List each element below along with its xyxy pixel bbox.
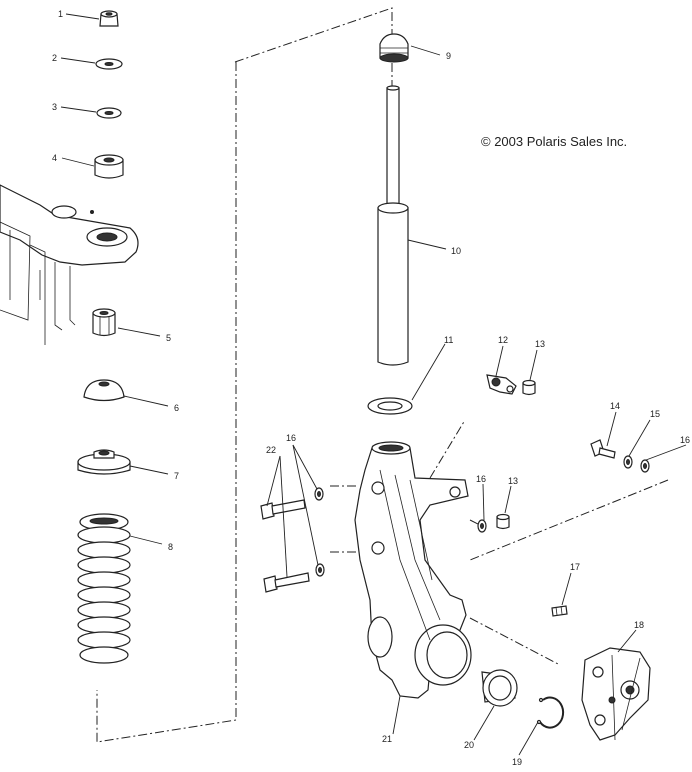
leader-lines (60, 13, 687, 756)
part-5-nut (92, 308, 116, 337)
part-10-strut (377, 85, 409, 366)
callout-3: 3 (52, 102, 57, 112)
part-4-bushing (94, 154, 124, 179)
part-6-spring-seat (83, 379, 125, 402)
part-22-bolt-bottom (263, 572, 310, 593)
part-16-washer-left-bottom (315, 563, 325, 577)
callout-14: 14 (610, 401, 620, 411)
callout-15: 15 (650, 409, 660, 419)
part-16-washer-mid (477, 519, 487, 533)
part-19-snap-ring (536, 696, 565, 729)
callout-11: 11 (444, 335, 453, 345)
part-17-fitting (551, 605, 568, 617)
part-18-caliper (581, 647, 651, 741)
callout-6: 6 (174, 403, 179, 413)
part-13-nut-mid (496, 513, 510, 530)
callout-2: 2 (52, 53, 57, 63)
part-8-coil-spring (77, 513, 131, 664)
part-13-nut-top (522, 379, 536, 396)
callout-5: 5 (166, 333, 171, 343)
part-14-bolt (590, 439, 616, 459)
part-16-washer-left-top (314, 487, 324, 501)
callout-21: 21 (382, 734, 392, 744)
frame-bracket (0, 184, 139, 345)
callout-13-mid: 13 (508, 476, 518, 486)
callout-16-left: 16 (286, 433, 296, 443)
copyright-notice: © 2003 Polaris Sales Inc. (481, 134, 627, 149)
callout-20: 20 (464, 740, 474, 750)
part-3-washer (96, 107, 122, 119)
callout-19: 19 (512, 757, 522, 767)
callout-4: 4 (52, 153, 57, 163)
callout-13-top: 13 (535, 339, 545, 349)
callout-labels: 1 2 3 4 5 6 7 8 9 10 11 12 13 14 15 16 1… (52, 9, 690, 767)
part-20-bearing (481, 669, 518, 707)
callout-16-mid: 16 (476, 474, 486, 484)
part-11-washer (367, 397, 413, 415)
callout-7: 7 (174, 471, 179, 481)
part-1-nut (99, 10, 119, 27)
part-9-bumper (379, 33, 409, 63)
callout-8: 8 (168, 542, 173, 552)
callout-9: 9 (446, 51, 451, 61)
part-22-bolt-top (260, 499, 306, 520)
part-7-spring-cap (77, 449, 131, 475)
part-2-washer (95, 58, 123, 70)
part-21-knuckle (354, 441, 472, 699)
callout-18: 18 (634, 620, 644, 630)
callout-22: 22 (266, 445, 276, 455)
callout-16-right: 16 (680, 435, 690, 445)
callout-10: 10 (451, 246, 461, 256)
frame-lines (96, 7, 669, 743)
part-12-clamp (486, 374, 517, 395)
callout-12: 12 (498, 335, 508, 345)
callout-1: 1 (58, 9, 63, 19)
part-16-washer-right (640, 459, 650, 473)
callout-17: 17 (570, 562, 580, 572)
part-15-washer (623, 455, 633, 469)
